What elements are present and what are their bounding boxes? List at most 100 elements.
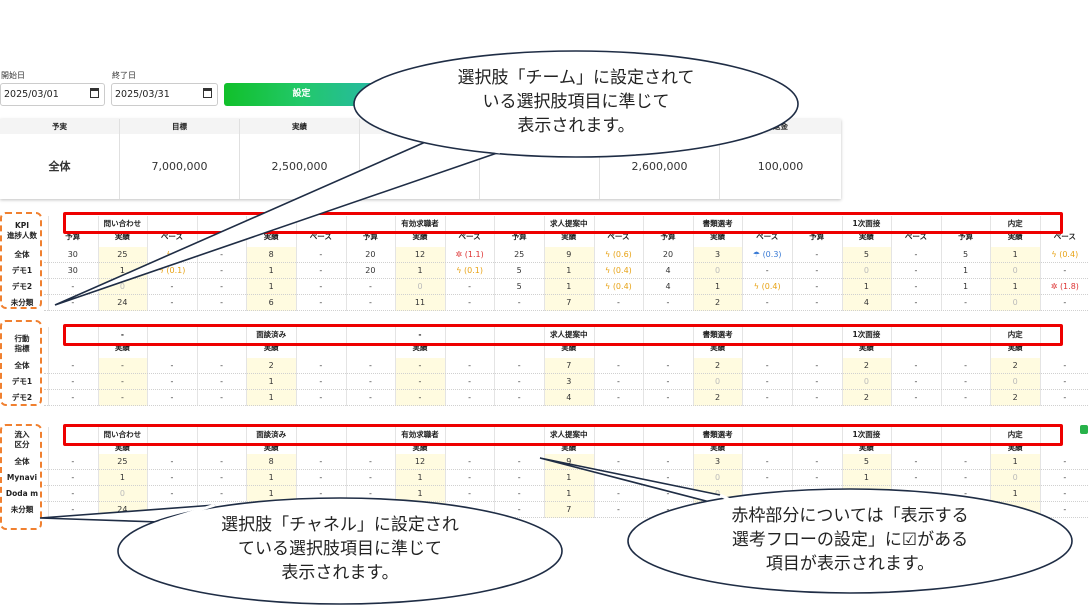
lightning-icon: ϟ xyxy=(604,266,613,275)
table-cell: - xyxy=(815,361,819,370)
table-cell: - xyxy=(517,457,521,466)
summary-row-label: 全体 xyxy=(48,160,71,173)
table-cell: - xyxy=(666,393,670,402)
table-cell: - xyxy=(170,377,174,386)
cell-value: 0 xyxy=(863,266,869,275)
table-cell: 1 xyxy=(268,377,274,386)
cell-value: - xyxy=(815,250,819,259)
table-cell: 1 xyxy=(417,489,423,498)
cell-value: 1 xyxy=(963,266,969,275)
table-cell: 3 xyxy=(715,457,721,466)
cell-value: - xyxy=(468,298,472,307)
table-cell: 1 xyxy=(268,473,274,482)
cell-value: - xyxy=(368,298,372,307)
sub-header: 実績 xyxy=(561,443,577,452)
table-cell: - xyxy=(517,361,521,370)
table-cell: - xyxy=(792,279,842,294)
column-group-header: 書類選考 xyxy=(702,219,733,228)
table-cell: 0 xyxy=(863,377,869,386)
row-divider xyxy=(44,517,1088,518)
column-group-header: 面談済み xyxy=(256,430,287,439)
row-divider xyxy=(44,278,1088,279)
cell-value: 7 xyxy=(566,298,572,307)
alert-icon: ✲ xyxy=(455,250,465,259)
table-cell: 7 xyxy=(544,295,594,310)
table-cell: - xyxy=(792,263,842,278)
table-cell: - xyxy=(71,505,75,514)
sub-header: 実績 xyxy=(561,343,577,352)
table-cell: - xyxy=(815,457,819,466)
table-cell: - xyxy=(468,489,472,498)
sub-header: 実績 xyxy=(412,343,428,352)
actual-column-highlight xyxy=(842,247,892,311)
cell-value: - xyxy=(319,266,323,275)
actual-column-highlight xyxy=(842,358,892,406)
sub-header: 実績 xyxy=(858,232,874,241)
start-date-input[interactable]: 2025/03/01 xyxy=(0,83,105,106)
umbrella-icon: ☂ xyxy=(752,250,763,259)
cell-value: (1.8) xyxy=(1059,282,1079,291)
table-cell: ☂ (0.3) xyxy=(742,247,792,262)
actual-column-highlight xyxy=(991,358,1040,406)
table-cell: - xyxy=(48,279,98,294)
summary-header-yojitsu: 予実 xyxy=(0,119,119,134)
table-cell: - xyxy=(616,393,620,402)
sub-header: 実績 xyxy=(412,443,428,452)
sub-header: ペース xyxy=(756,232,779,241)
table-cell: - xyxy=(220,457,224,466)
table-cell: - xyxy=(742,263,792,278)
table-cell: 7 xyxy=(566,361,572,370)
cell-value: 11 xyxy=(414,298,426,307)
table-cell: - xyxy=(220,489,224,498)
table-cell: 4 xyxy=(566,393,572,402)
calendar-icon[interactable] xyxy=(90,88,99,98)
table-cell: 24 xyxy=(117,505,128,514)
column-divider xyxy=(842,427,843,518)
start-date-label: 開始日 xyxy=(1,71,25,80)
table-cell: - xyxy=(319,393,323,402)
table-cell: - xyxy=(1040,295,1088,310)
table-cell: - xyxy=(666,457,670,466)
table-cell: - xyxy=(71,377,75,386)
table-cell: - xyxy=(368,457,372,466)
table-cell: 20 xyxy=(346,263,396,278)
cell-value: - xyxy=(765,266,769,275)
table-cell: ϟ ( xyxy=(147,247,197,262)
cell-value: 5 xyxy=(963,250,969,259)
table-cell: ✲ (1.1) xyxy=(445,247,495,262)
table-cell: 8 xyxy=(268,457,274,466)
table-cell: 1 xyxy=(990,279,1040,294)
row-divider xyxy=(44,389,1088,390)
cell-value: 1 xyxy=(268,282,274,291)
table-cell: 25 xyxy=(117,457,128,466)
table-cell: - xyxy=(120,361,124,370)
column-divider xyxy=(792,216,793,311)
table-cell: - xyxy=(1063,505,1067,514)
green-checkbox-icon[interactable] xyxy=(1080,425,1088,434)
table-cell: 1 xyxy=(119,473,125,482)
table-cell: - xyxy=(197,295,247,310)
table-cell: - xyxy=(197,279,247,294)
table-cell: - xyxy=(616,505,620,514)
cell-value: (0.3) xyxy=(762,250,782,259)
sub-header: 実績 xyxy=(263,443,279,452)
cell-value: - xyxy=(914,282,918,291)
table-cell: 3 xyxy=(566,377,572,386)
table-cell: 0 xyxy=(863,489,869,498)
set-button[interactable]: 設定 xyxy=(224,83,379,106)
cell-value: 3 xyxy=(715,250,721,259)
column-group-header: 面談済み xyxy=(256,330,287,339)
table-cell: 3 xyxy=(693,247,743,262)
column-divider xyxy=(98,427,99,518)
table-cell: - xyxy=(48,295,98,310)
cell-value: - xyxy=(914,250,918,259)
column-divider xyxy=(346,427,347,518)
end-date-input[interactable]: 2025/03/31 xyxy=(111,83,218,106)
row-divider xyxy=(44,294,1088,295)
table-cell: 1 xyxy=(417,473,423,482)
table-cell: - xyxy=(468,473,472,482)
table-cell: 30 xyxy=(48,263,98,278)
table-cell: 0 xyxy=(1012,377,1018,386)
calendar-icon[interactable] xyxy=(203,88,212,98)
table-cell: - xyxy=(220,473,224,482)
